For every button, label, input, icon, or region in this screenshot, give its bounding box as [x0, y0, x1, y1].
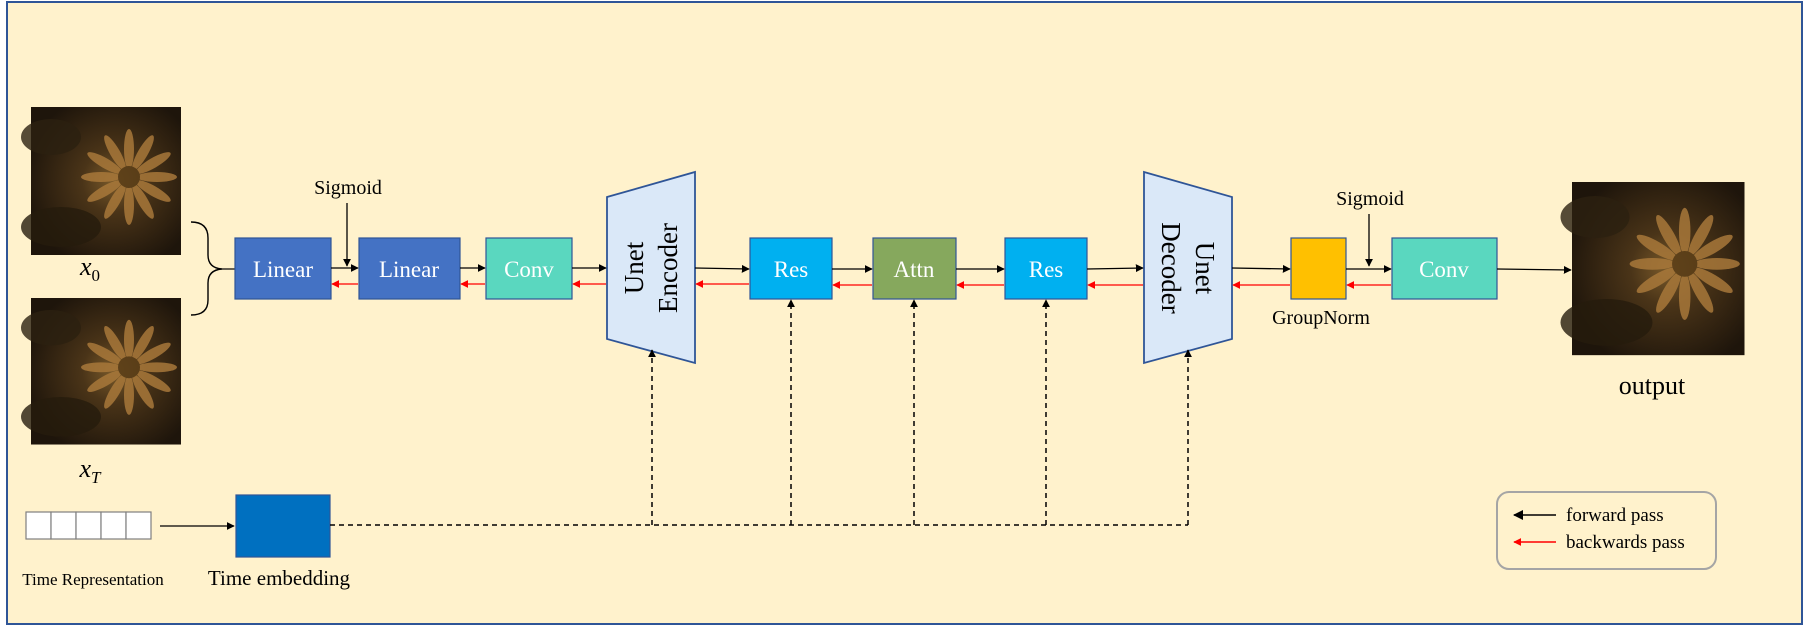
time-representation-vector	[25, 511, 152, 540]
legend-backward-label: backwards pass	[1566, 532, 1685, 553]
unet-decoder-block	[1143, 170, 1233, 365]
res-block-1-label: Res	[774, 257, 809, 282]
conv-block-1	[485, 237, 573, 300]
output-label: output	[1619, 371, 1686, 400]
res-block-1	[749, 237, 833, 300]
x0-image	[21, 107, 181, 255]
time-embedding-block	[235, 494, 331, 558]
sigmoid-label-2: Sigmoid	[1336, 188, 1404, 210]
unet-encoder-block	[606, 170, 696, 365]
x0-label: x0	[79, 252, 100, 285]
legend-forward-label: forward pass	[1566, 505, 1664, 526]
time-embedding-label: Time embedding	[208, 566, 351, 590]
output-image	[1560, 182, 1745, 356]
fwd-arrow-conv2-output	[1496, 265, 1572, 274]
legend-box	[1496, 491, 1717, 570]
res-block-2	[1004, 237, 1088, 300]
conv-block-1-label: Conv	[504, 257, 554, 282]
attn-block	[872, 237, 957, 300]
backward-arrows	[331, 280, 1391, 289]
xT-image	[21, 298, 181, 445]
fwd-arrow-encoder-res1	[694, 264, 750, 273]
attn-block-label: Attn	[894, 257, 935, 282]
linear-block-1	[234, 237, 332, 300]
conv-block-2	[1391, 237, 1498, 300]
linear-block-1-label: Linear	[253, 257, 313, 282]
time-conditioning-dashed-lines	[330, 299, 1192, 526]
fwd-arrow-res2-decoder	[1086, 264, 1144, 273]
linear-block-2	[358, 237, 461, 300]
conv-block-2-label: Conv	[1419, 257, 1469, 282]
unet-decoder-label: UnetDecoder	[1156, 222, 1220, 313]
res-block-2-label: Res	[1029, 257, 1064, 282]
fwd-arrow-decoder-groupnorm	[1231, 264, 1291, 273]
groupnorm-label: GroupNorm	[1272, 307, 1370, 329]
forward-arrows	[331, 264, 1572, 274]
linear-block-2-label: Linear	[379, 257, 439, 282]
groupnorm-block	[1290, 237, 1347, 300]
time-representation-label: Time Representation	[22, 570, 164, 589]
xT-label: xT	[78, 454, 102, 487]
sigmoid-label-1: Sigmoid	[314, 177, 382, 199]
